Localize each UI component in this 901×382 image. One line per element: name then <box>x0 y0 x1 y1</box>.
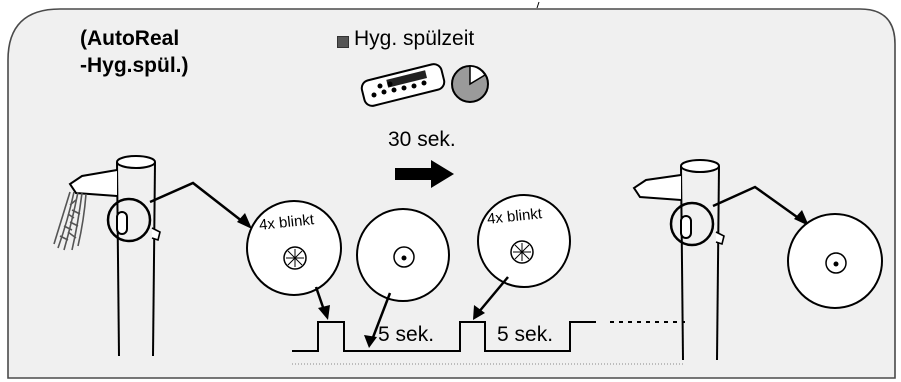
sensor-highlight-right <box>669 201 715 247</box>
pointer-arrowhead-2 <box>318 305 330 320</box>
mode-title-line1: (AutoReal <box>80 27 180 50</box>
pointer-arrow-5 <box>712 185 805 224</box>
sensor-disc-blink-2 <box>477 194 571 288</box>
panel-frame <box>7 8 896 379</box>
pointer-arrowhead-1 <box>237 213 252 229</box>
pointer-arrow-3 <box>370 292 392 341</box>
sensor-disc-blink-1 <box>246 200 342 296</box>
sensor-disc-off <box>356 208 450 302</box>
remote-control-icon <box>360 63 446 107</box>
right-arrow-icon <box>395 160 454 188</box>
pointer-arrowhead-5 <box>794 210 809 226</box>
faucet-left <box>68 155 161 357</box>
pointer-arrowhead-4 <box>473 305 485 320</box>
pointer-arrowhead-3 <box>364 335 377 348</box>
faucet-right <box>632 159 725 361</box>
sensor-highlight-left <box>106 197 152 243</box>
pointer-arrow-4 <box>477 276 509 314</box>
water-stream <box>53 191 87 251</box>
pulse-label-2: 5 sek. <box>497 323 554 346</box>
pointer-arrow-1 <box>149 181 248 226</box>
legend-marker <box>337 36 349 48</box>
legend-label: Hyg. spülzeit <box>354 27 475 50</box>
mode-title-line2: -Hyg.spül.) <box>80 54 189 77</box>
pulse-label-1: 5 sek. <box>378 323 435 346</box>
signal-timeline <box>292 321 596 352</box>
duration-label: 30 sek. <box>388 128 456 151</box>
sensor-disc-final <box>787 213 883 309</box>
pie-timer-icon <box>451 65 489 103</box>
tick-mark <box>536 1 540 9</box>
